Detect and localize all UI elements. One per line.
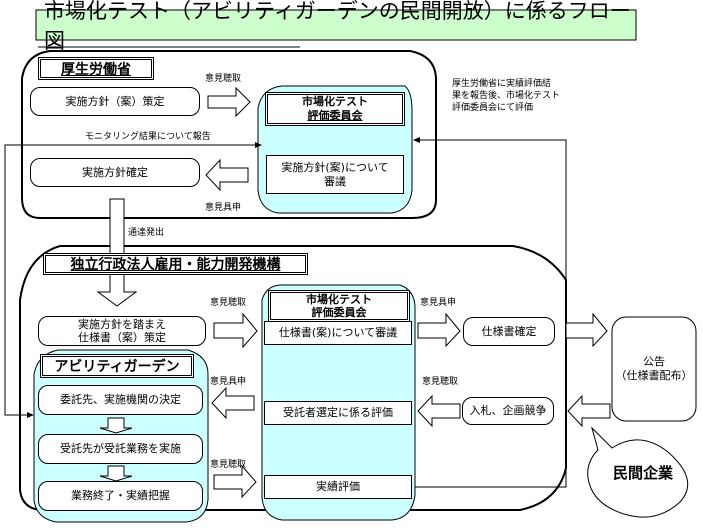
spec-draft-line1: 実施方針を踏まえ bbox=[78, 318, 166, 331]
arrow-committee-to-ag bbox=[211, 386, 255, 420]
page-title: 市場化テスト（アビリティガーデンの民間開放）に係るフロー図 bbox=[44, 0, 631, 53]
mhlw-label: 厚生労働省 bbox=[38, 57, 154, 80]
title-banner-bg bbox=[35, 9, 637, 41]
arrow-jeed-to-announcement bbox=[565, 312, 608, 348]
jeed-opinion-label-1: 意見具申 bbox=[210, 377, 247, 387]
arrow-spec-to-committee bbox=[213, 312, 258, 349]
arrow-step2-to-step3 bbox=[99, 465, 133, 482]
monitoring-report-label: モニタリング結果について報告 bbox=[85, 132, 211, 142]
arrow-step1-to-step2 bbox=[99, 417, 133, 434]
note-line2: 果を報告後、市場化テスト bbox=[452, 91, 561, 101]
arrow-committee-to-final bbox=[205, 158, 249, 192]
bidding-box: 入札、企画競争 bbox=[462, 397, 554, 425]
note-line3: 評価委員会にて評価 bbox=[452, 103, 534, 113]
monitoring-report-line bbox=[4, 144, 255, 416]
evaluation-note: 厚生労働省に実績評価結 果を報告後、市場化テスト 評価委員会にて評価 bbox=[452, 78, 560, 114]
spec-draft-line2: 仕様書（案）策定 bbox=[78, 331, 166, 344]
jeed-opinion-label-2: 意見具申 bbox=[420, 298, 457, 308]
performance-eval-box: 実績評価 bbox=[264, 475, 412, 499]
mhlw-committee-title: 市場化テスト 評価委員会 bbox=[265, 92, 405, 126]
announcement-box bbox=[611, 316, 697, 422]
jeed-hearing-label-1: 意見聴取 bbox=[210, 298, 247, 308]
mhlw-committee-title-line1: 市場化テスト bbox=[302, 95, 368, 108]
announcement-line1: 公告 bbox=[643, 355, 665, 368]
mhlw-review-box: 実施方針(案)について 審議 bbox=[266, 155, 404, 194]
arrow-committee-to-specfinal bbox=[417, 312, 461, 348]
performance-report-line bbox=[415, 139, 567, 488]
monitoring-start-arrowhead bbox=[27, 412, 34, 418]
spec-draft-box: 実施方針を踏まえ 仕様書（案）策定 bbox=[38, 316, 206, 346]
ag-step3-box: 業務終了・実績把握 bbox=[38, 481, 203, 511]
selection-eval-box: 受託者選定に係る評価 bbox=[264, 401, 412, 425]
ability-garden-label: アビリティガーデン bbox=[40, 354, 194, 378]
jeed-label: 独立行政法人雇用・能力開発機構 bbox=[43, 253, 308, 275]
announcement-line2: （仕様書配布） bbox=[615, 369, 693, 382]
draft-policy-box: 実施方針（案）策定 bbox=[30, 87, 200, 116]
arrow-bidding-to-committee bbox=[417, 394, 461, 428]
spec-review-box: 仕様書(案)について審議 bbox=[264, 321, 412, 345]
jeed-hearing-label-3: 意見聴取 bbox=[210, 460, 247, 470]
arrow-ag-to-committee bbox=[213, 464, 257, 499]
announcement-text: 公告 （仕様書配布） bbox=[612, 355, 696, 383]
spec-final-box: 仕様書確定 bbox=[463, 317, 555, 346]
ag-step1-box: 委託先、実施機関の決定 bbox=[38, 385, 203, 415]
performance-arrowhead bbox=[413, 137, 420, 143]
private-company-label: 民間企業 bbox=[612, 464, 673, 482]
jeed-committee-title-line1: 市場化テスト bbox=[306, 293, 372, 306]
jeed-committee-title: 市場化テスト 評価委員会 bbox=[268, 290, 410, 322]
mhlw-review-line2: 審議 bbox=[324, 174, 346, 188]
arrow-announcement-to-bidding bbox=[567, 394, 611, 428]
mhlw-review-line1: 実施方針(案)について bbox=[281, 160, 389, 174]
notice-label: 通達発出 bbox=[128, 228, 165, 238]
mhlw-committee-title-line2: 評価委員会 bbox=[307, 109, 363, 122]
final-policy-box: 実施方針確定 bbox=[30, 158, 200, 187]
private-company-bubble bbox=[587, 426, 689, 518]
mhlw-hearing-label: 意見聴取 bbox=[205, 74, 242, 84]
jeed-committee-title-line2: 評価委員会 bbox=[311, 306, 367, 319]
arrow-draft-to-committee bbox=[207, 86, 251, 118]
mhlw-opinion-label: 意見具申 bbox=[205, 203, 242, 213]
monitoring-arrowhead bbox=[255, 142, 262, 148]
jeed-hearing-label-2: 意見聴取 bbox=[422, 377, 459, 387]
ag-step2-box: 受託先が受託業務を実施 bbox=[38, 434, 203, 464]
note-line1: 厚生労働省に実績評価結 bbox=[452, 79, 552, 89]
